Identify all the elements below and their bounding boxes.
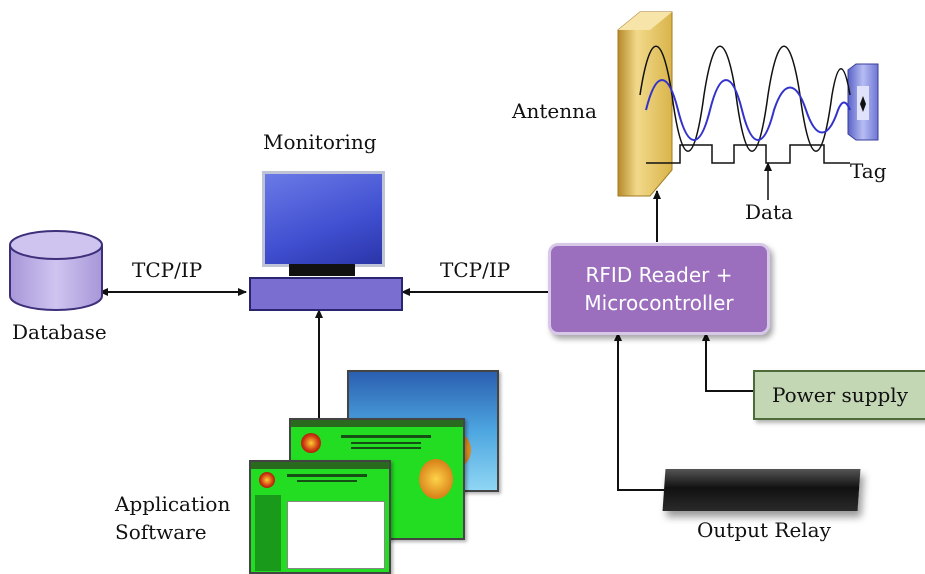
monitor-screen: [262, 171, 385, 267]
database-label: Database: [12, 320, 107, 344]
app-label-line1: Application: [115, 492, 231, 516]
tag-label: Tag: [850, 159, 887, 183]
relay-to-reader-arrow: [614, 332, 664, 491]
data-label: Data: [745, 200, 793, 224]
antenna-panel-icon: [617, 11, 673, 197]
rfid-reader-microcontroller-box: RFID Reader + Microcontroller: [548, 243, 770, 335]
power-supply-box: Power supply: [753, 370, 925, 420]
power-to-reader-arrow: [702, 332, 753, 392]
tcpip-left-label: TCP/IP: [132, 258, 203, 282]
app-window-front: [249, 460, 391, 574]
antenna-label: Antenna: [512, 99, 597, 123]
rfid-label-line2: Microcontroller: [584, 291, 734, 315]
monitor-stand: [289, 264, 355, 276]
output-relay-label: Output Relay: [697, 518, 831, 542]
tag-icon: [847, 63, 879, 141]
data-square-wave: [646, 144, 850, 164]
monitor-base: [249, 277, 403, 311]
database-cylinder-icon: [9, 230, 103, 311]
tcpip-right-label: TCP/IP: [440, 258, 511, 282]
modulated-wave: [645, 79, 851, 141]
rfid-label-line1: RFID Reader +: [585, 263, 733, 287]
app-label-line2: Software: [115, 520, 207, 544]
application-software-label: Application Software: [115, 490, 230, 546]
monitoring-label: Monitoring: [263, 130, 377, 154]
relay-bar-icon: [662, 469, 861, 511]
